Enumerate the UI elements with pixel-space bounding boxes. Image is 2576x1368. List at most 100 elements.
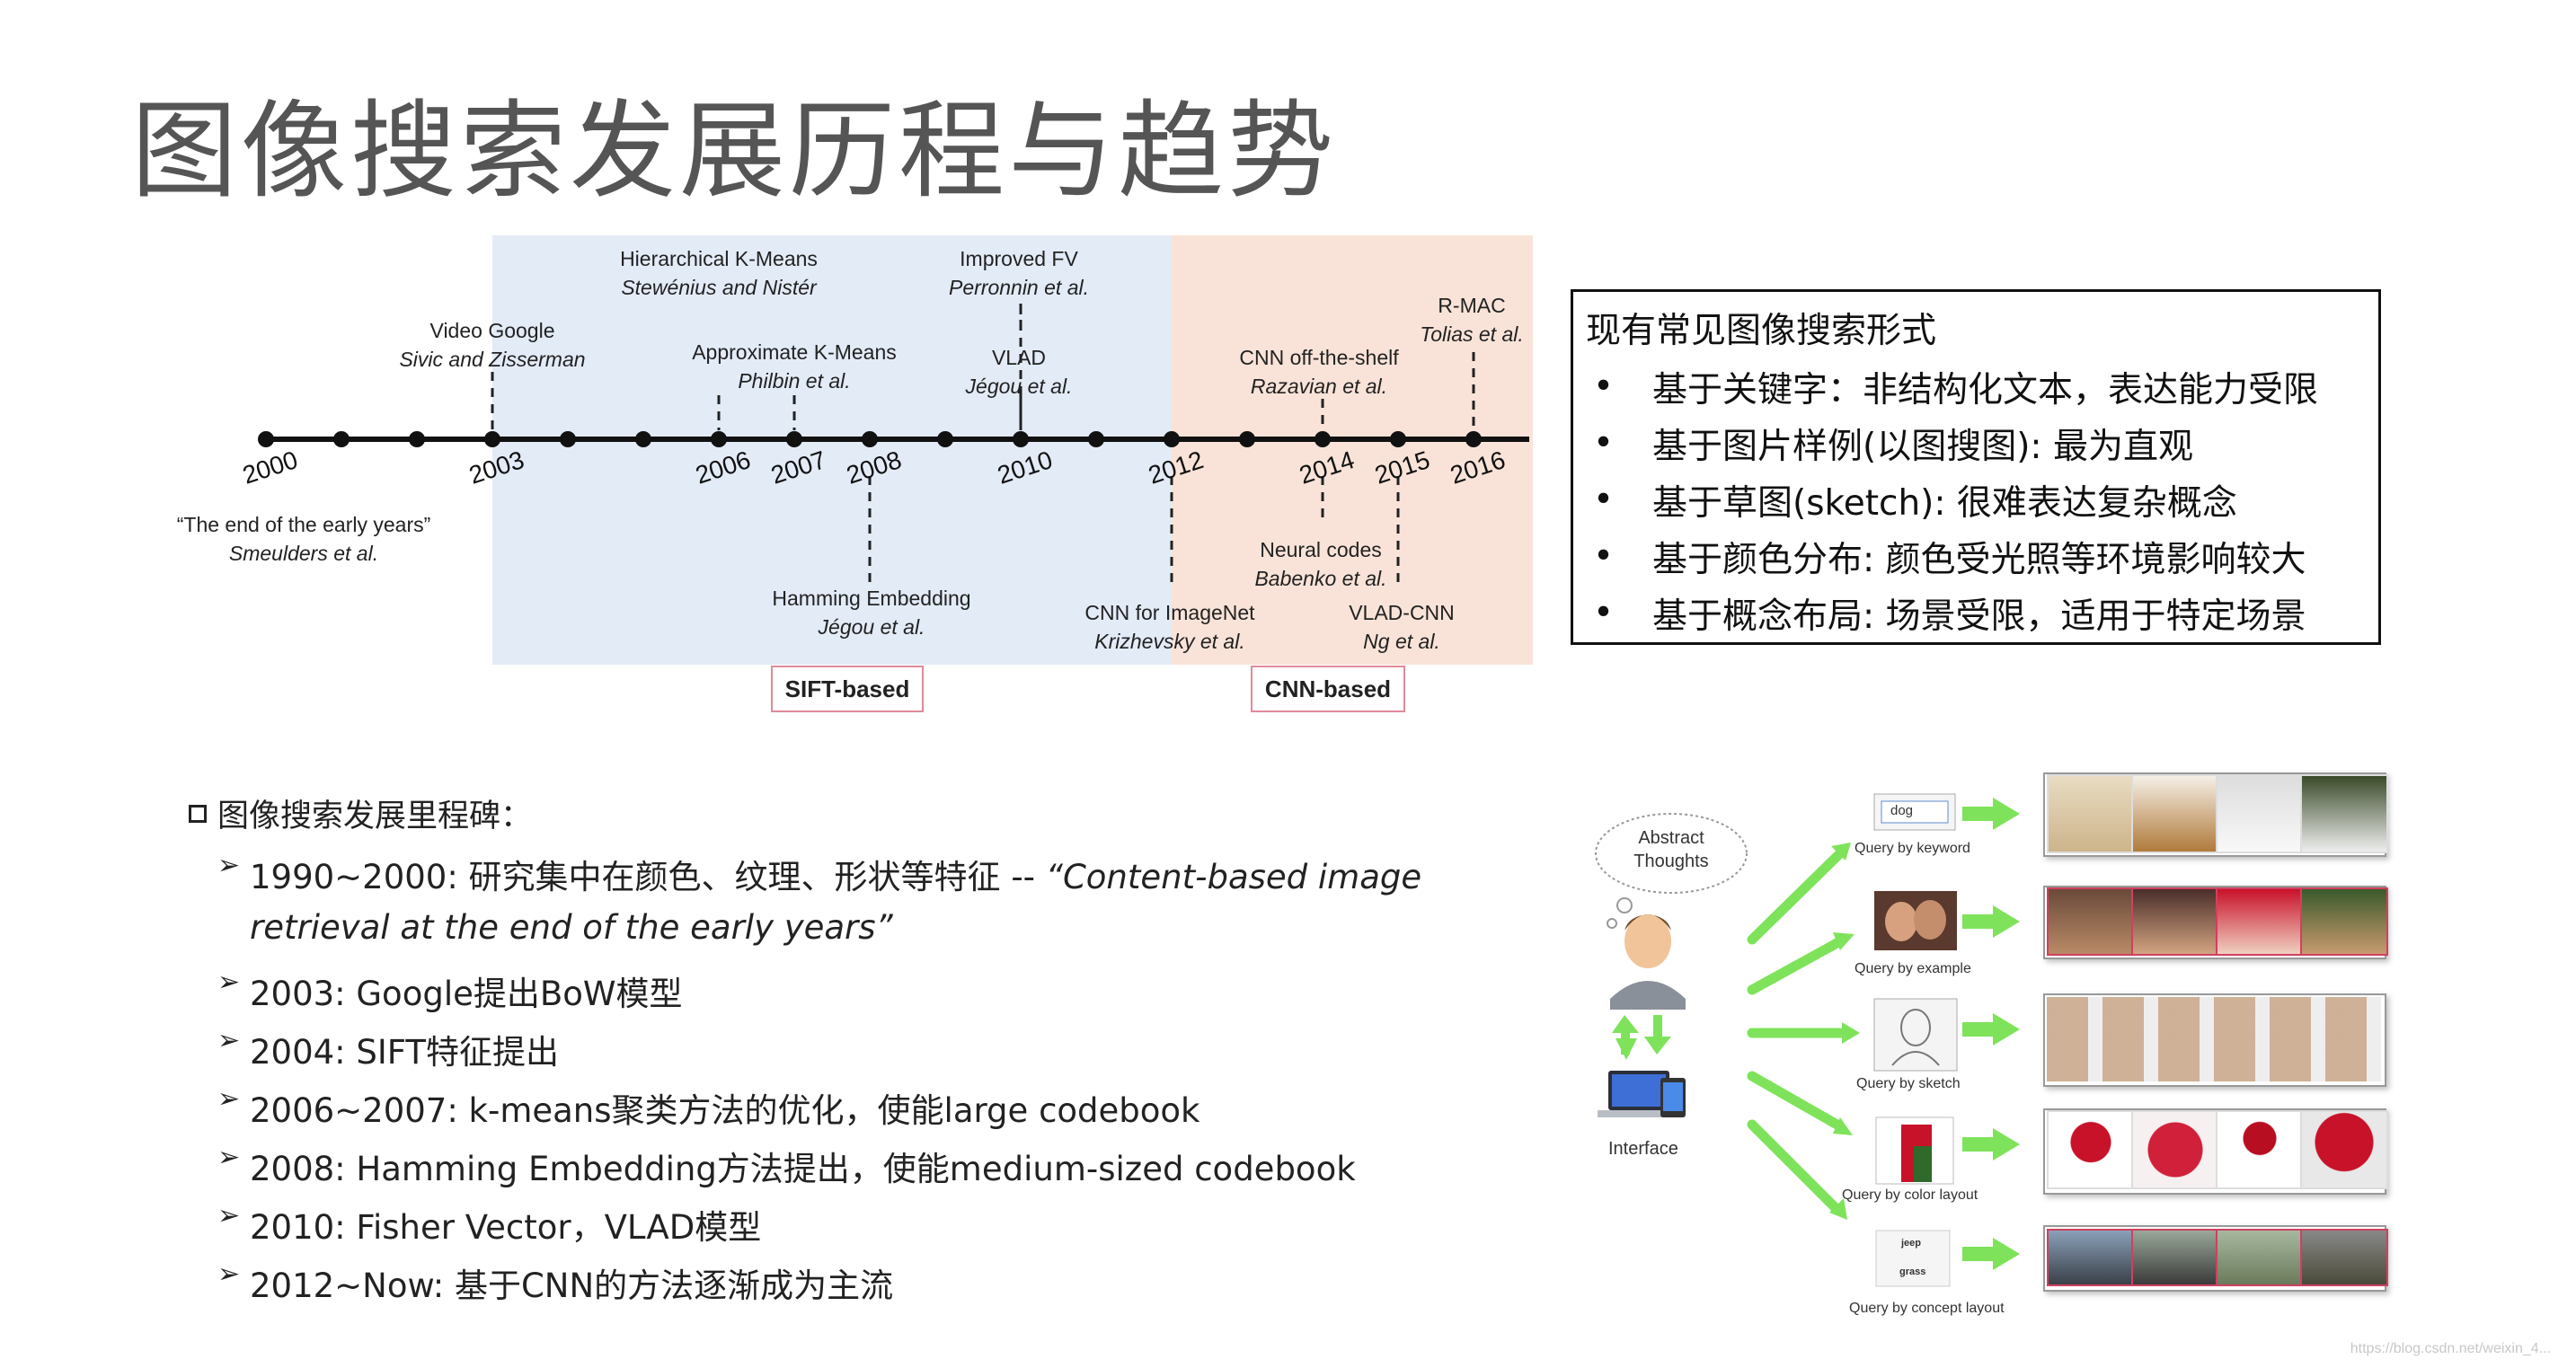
event-name: Improved FV (960, 247, 1078, 270)
timeline-year-label: 2007 (767, 446, 829, 490)
timeline-year-label: 2006 (692, 446, 754, 490)
timeline-year-label: 2015 (1371, 446, 1433, 490)
watermark-url: https://blog.csdn.net/weixin_4... (2350, 1341, 2551, 1356)
bullet: • (1593, 593, 1615, 633)
result-thumbnail (2216, 774, 2304, 853)
timeline-dot (1088, 431, 1104, 447)
arrow-head (1842, 1022, 1860, 1044)
result-arrow (1962, 1013, 2020, 1046)
timeline-dot (1315, 431, 1331, 447)
concept-word-grass: grass (1899, 1267, 1926, 1277)
timeline-year-label: 2014 (1296, 446, 1358, 490)
result-thumbnail (2216, 1229, 2304, 1286)
query-label-color-layout: Query by color layout (1842, 1187, 1978, 1203)
arrow-head (1829, 1198, 1847, 1220)
timeline-dot (409, 431, 425, 447)
person-icon (1610, 914, 1686, 1010)
search-form-text: 基于颜色分布: 颜色受光照等环境影响较大 (1652, 539, 2306, 580)
result-strip-keyword (2043, 772, 2388, 857)
event-name: Hamming Embedding (772, 587, 970, 610)
result-thumbnail (2300, 1110, 2388, 1189)
result-thumbnail (2300, 887, 2388, 956)
event-authors: Smeulders et al. (229, 542, 378, 565)
timeline-dot (1390, 431, 1406, 447)
timeline-dot (937, 431, 953, 447)
arrow-bullet-icon: ➢ (217, 1025, 241, 1056)
search-form-text: 基于关键字：非结构化文本，表达能力受限 (1652, 369, 2319, 410)
result-thumbnail (2047, 1110, 2135, 1189)
result-thumbnail (2131, 774, 2219, 853)
search-form-text: 基于图片样例(以图搜图): 最为直观 (1652, 426, 2193, 467)
thought-cloud-icon (1595, 813, 1748, 929)
event-authors: Perronnin et al. (949, 276, 1089, 299)
result-thumbnail (2047, 1229, 2135, 1286)
result-strip-concept-layout (2043, 1225, 2388, 1292)
query-label-example: Query by example (1855, 961, 1971, 976)
search-form-item: • 基于图片样例(以图搜图): 最为直观 (1586, 415, 2366, 472)
bullet: • (1593, 366, 1615, 407)
arrow-bullet-icon: ➢ (217, 966, 241, 998)
keyword-input-field (1881, 800, 1949, 824)
milestone-quote: retrieval at the end of the early years” (250, 908, 893, 947)
concept-word-jeep: jeep (1901, 1238, 1922, 1249)
era-label-sift: SIFT-based (771, 666, 924, 712)
timeline-dot (258, 431, 274, 447)
timeline-dot (560, 431, 576, 447)
milestone-text: 1990~2000: 研究集中在颜色、纹理、形状等特征 -- (250, 858, 1046, 896)
result-thumbnail (2300, 774, 2388, 853)
event-name: VLAD-CNN (1349, 601, 1455, 624)
timeline-dot (484, 431, 500, 447)
timeline-dot (635, 431, 651, 447)
arrow-head (1833, 1117, 1853, 1135)
search-form-item: • 基于颜色分布: 颜色受光照等环境影响较大 (1586, 528, 2366, 585)
milestone-text: 2010: Fisher Vector，VLAD模型 (250, 1208, 762, 1247)
sketch-query-box (1873, 998, 1958, 1072)
timeline-dot (786, 431, 802, 447)
timeline-year-label: 2016 (1447, 446, 1509, 490)
event-authors: Philbin et al. (738, 369, 850, 393)
up-down-arrows-icon (1612, 1015, 1671, 1060)
milestone-text: 2008: Hamming Embedding方法提出，使能medium-siz… (250, 1150, 1356, 1188)
search-forms-title: 现有常见图像搜索形式 (1586, 311, 1937, 351)
milestone-text: 2006~2007: k-means聚类方法的优化，使能large codebo… (250, 1091, 1200, 1130)
bullet: • (1593, 536, 1615, 577)
event-name: CNN off-the-shelf (1239, 346, 1399, 369)
event-name: VLAD (992, 346, 1046, 369)
result-thumbnail (2216, 1110, 2304, 1189)
result-thumbnail (2131, 887, 2219, 956)
result-strip-sketch (2043, 993, 2386, 1087)
interface-label: Interface (1608, 1139, 1678, 1159)
milestone-text: 2004: SIFT特征提出 (250, 1033, 560, 1072)
concept-layout-query-box (1875, 1230, 1951, 1287)
milestone-quote: “Content-based image (1045, 858, 1422, 896)
cnn-era-background (1172, 235, 1533, 665)
search-form-text: 基于草图(sketch): 很难表达复杂概念 (1652, 482, 2237, 524)
color-layout-query-box (1875, 1116, 1954, 1185)
result-thumbnail (2300, 1229, 2388, 1286)
milestone-item: ➢ 2008: Hamming Embedding方法提出，使能medium-s… (217, 1142, 1356, 1190)
result-thumbnail (2047, 774, 2135, 853)
search-forms-box: 现有常见图像搜索形式 • 基于关键字：非结构化文本，表达能力受限 • 基于图片样… (1571, 289, 2381, 645)
event-name: “The end of the early years” (177, 513, 431, 536)
query-label-keyword: Query by keyword (1855, 841, 1970, 856)
event-name: Neural codes (1260, 538, 1382, 561)
era-label-cnn: CNN-based (1251, 666, 1405, 712)
timeline-year-label: 2012 (1145, 446, 1207, 490)
event-authors: Ng et al. (1363, 630, 1440, 653)
milestone-item-continuation: retrieval at the end of the early years” (250, 908, 893, 947)
search-form-item: • 基于草图(sketch): 很难表达复杂概念 (1586, 472, 2366, 528)
timeline-dot (1164, 431, 1180, 447)
event-name: Video Google (430, 319, 555, 342)
event-name: Hierarchical K-Means (620, 247, 818, 270)
devices-icon (1598, 1071, 1686, 1117)
query-label-concept-layout: Query by concept layout (1849, 1301, 2005, 1316)
milestone-text: 2003: Google提出BoW模型 (250, 975, 683, 1013)
result-arrow (1962, 905, 2020, 938)
timeline-year-label: 2010 (994, 446, 1056, 490)
query-label-sketch: Query by sketch (1856, 1076, 1961, 1091)
abstract-thoughts-label: Abstract Thoughts (1633, 828, 1709, 871)
event-authors: Jégou et al. (818, 615, 925, 639)
result-arrow (1962, 798, 2020, 830)
query-types-figure: Abstract Thoughts Interface dog jeep gra… (1571, 763, 2397, 1326)
event-authors: Stewénius and Nistér (621, 276, 818, 299)
